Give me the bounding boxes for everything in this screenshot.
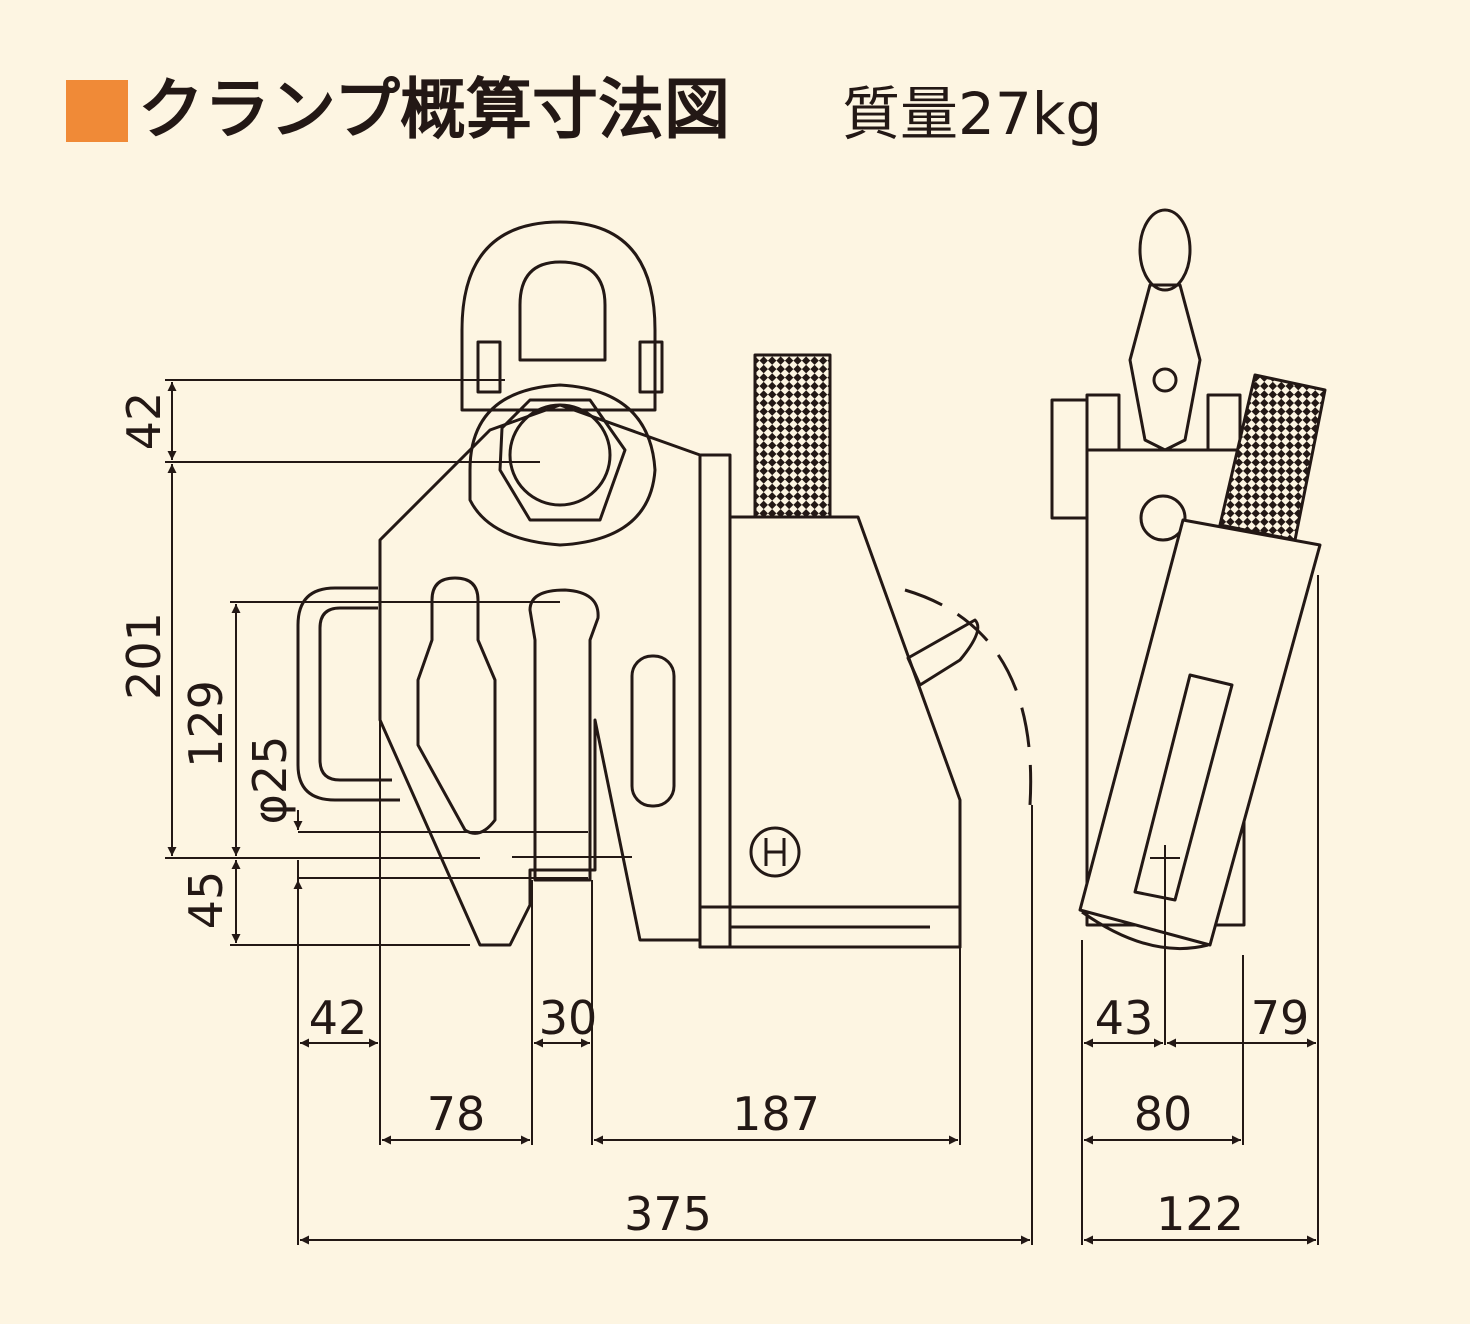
dim-width-body: 187	[732, 1087, 820, 1141]
dim-pin-diameter: φ25	[243, 736, 297, 825]
h-mark-circle	[749, 826, 801, 878]
bolt-head	[753, 353, 832, 519]
swivel-arc	[468, 383, 657, 547]
dim-height-inner: 129	[179, 680, 233, 768]
h-mark	[764, 838, 786, 866]
jaw-slot-left	[416, 576, 497, 835]
shackle-outer	[460, 220, 657, 412]
side-tip	[1081, 910, 1209, 951]
body-window	[630, 654, 676, 808]
dim-height-main: 201	[117, 612, 171, 700]
dim-height-top: 42	[117, 392, 171, 451]
side-bolt	[1218, 373, 1327, 542]
dim-side-total: 122	[1156, 1187, 1244, 1241]
body-outline	[378, 403, 702, 947]
housing	[728, 515, 962, 949]
shackle-lug-right	[638, 340, 664, 394]
dim-width-jaw: 78	[427, 1087, 486, 1141]
dimension-labels: 42 201 129 φ25 45 42 30 78 187 375 43 79…	[117, 392, 1309, 1241]
side-slot	[1133, 673, 1234, 902]
dim-width-slot: 30	[539, 991, 598, 1045]
mass-label: 質量27kg	[842, 80, 1103, 148]
side-nut	[1050, 398, 1089, 520]
dim-height-bottom: 45	[179, 871, 233, 930]
nut-bore	[508, 403, 612, 507]
dim-width-total: 375	[624, 1187, 712, 1241]
shackle-lug-left	[476, 340, 502, 394]
page-title: クランプ概算寸法図	[138, 71, 731, 148]
lever	[906, 618, 980, 687]
lock-plate	[698, 453, 732, 949]
base-plate	[698, 905, 962, 949]
front-view	[296, 220, 1033, 949]
dim-side-right: 79	[1251, 991, 1310, 1045]
side-pin	[1139, 494, 1187, 542]
shackle-inner	[518, 260, 607, 362]
jaw-slot-right	[528, 588, 600, 882]
hex-nut	[498, 398, 627, 522]
side-housing	[1078, 518, 1322, 947]
handle-loop-inner	[318, 606, 392, 782]
handle-loop	[296, 586, 400, 802]
dimension-lines	[165, 379, 1319, 1245]
side-shackle-link	[1128, 283, 1202, 452]
side-shackle-ring	[1138, 208, 1192, 292]
dim-width-handle: 42	[309, 991, 368, 1045]
dim-side-mid: 80	[1134, 1087, 1193, 1141]
dim-side-left: 43	[1095, 991, 1154, 1045]
side-view	[1050, 208, 1327, 951]
swing-arc	[904, 588, 1033, 806]
title-marker	[66, 80, 128, 142]
